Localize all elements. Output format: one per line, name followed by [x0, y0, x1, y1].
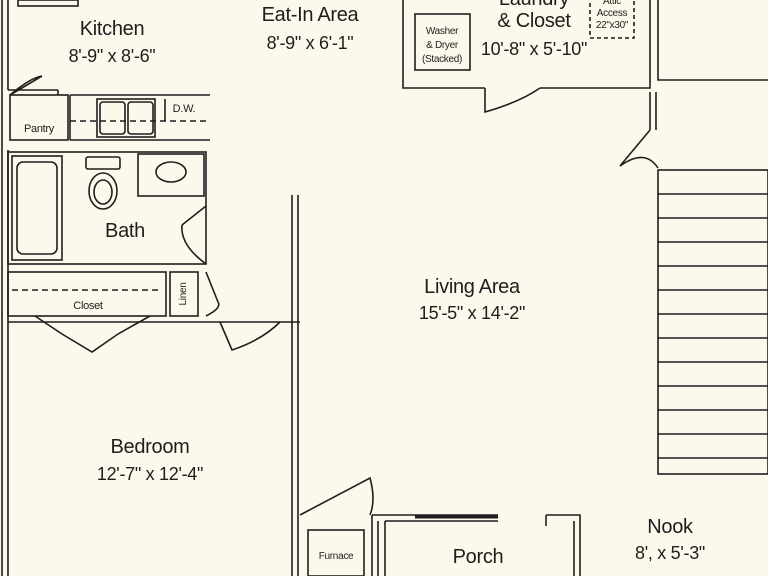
- bedroom-door: [219, 321, 281, 351]
- staircase: [657, 169, 768, 475]
- furnace-box: [307, 529, 365, 576]
- laundry-walls: [402, 0, 651, 89]
- kitchen-name: Kitchen: [79, 18, 145, 40]
- laundry-dims: 10'-8" x 5'-10": [480, 39, 588, 59]
- dishwasher-label: D.W.: [172, 103, 196, 115]
- bedroom-dims: 12'-7" x 12'-4": [96, 464, 204, 484]
- stair-wall-left: [649, 92, 657, 130]
- attic-line2: Access: [596, 8, 628, 19]
- eat-in-dims: 8'-9" x 6'-1": [266, 33, 354, 53]
- attic-line1: Attic: [603, 0, 621, 7]
- closet-box: [7, 271, 167, 317]
- bedroom-name: Bedroom: [110, 436, 190, 458]
- porch-walls: [371, 514, 581, 576]
- linen-door: [205, 271, 220, 317]
- stair-wall-top: [657, 0, 768, 81]
- closet-label: Closet: [73, 300, 103, 312]
- kitchen-dims: 8'-9" x 8'-6": [68, 46, 156, 66]
- nook-dims: 8', x 5'-3": [635, 543, 705, 563]
- porch-wall-inner: [384, 520, 498, 576]
- linen-label: Linen: [178, 282, 189, 306]
- vanity-sink: [155, 161, 187, 183]
- bathtub-outer: [11, 155, 63, 261]
- sink-outer: [96, 98, 156, 138]
- washer-dryer-box: [414, 13, 471, 71]
- porch-door: [299, 476, 374, 516]
- linen-box: [169, 271, 199, 317]
- nook-name: Nook: [647, 516, 693, 538]
- pantry-label: Pantry: [24, 123, 54, 135]
- living-area-dims: 15'-5" x 14'-2": [418, 303, 526, 323]
- washer-dryer-line3: (Stacked): [421, 54, 463, 65]
- attic-line3: 22"x30": [595, 20, 629, 31]
- kitchen-counter: [69, 94, 210, 141]
- attic-access: [589, 0, 635, 39]
- sink-right: [127, 101, 154, 135]
- porch-name: Porch: [452, 546, 504, 568]
- vanity: [137, 153, 205, 197]
- stair-treads: [658, 193, 768, 459]
- wall-center: [291, 195, 299, 576]
- laundry-door: [484, 87, 541, 114]
- bath-room: [7, 151, 207, 265]
- bathtub-inner: [16, 161, 58, 255]
- bath-door: [181, 205, 207, 265]
- toilet-tank: [85, 156, 121, 170]
- furnace-label: Furnace: [318, 551, 354, 562]
- toilet-seat: [93, 179, 113, 205]
- bath-name: Bath: [105, 220, 145, 242]
- wall-kitchen-right: [8, 89, 59, 95]
- washer-dryer-line1: Washer: [425, 26, 459, 37]
- closet-doors: [34, 315, 151, 353]
- kitchen-top-counter: [17, 0, 79, 7]
- sink-left: [99, 101, 126, 135]
- washer-dryer-line2: & Dryer: [426, 40, 458, 51]
- toilet-bowl: [88, 172, 118, 210]
- laundry-name-line1: Laundry: [499, 0, 569, 10]
- living-area-name: Living Area: [424, 276, 520, 298]
- laundry-name-line2: & Closet: [497, 10, 571, 32]
- eat-in-name: Eat-In Area: [261, 4, 359, 26]
- pantry-door: [9, 75, 43, 96]
- pantry-box: [9, 94, 69, 141]
- wall-left-exterior: [1, 0, 9, 576]
- stair-door: [619, 129, 659, 169]
